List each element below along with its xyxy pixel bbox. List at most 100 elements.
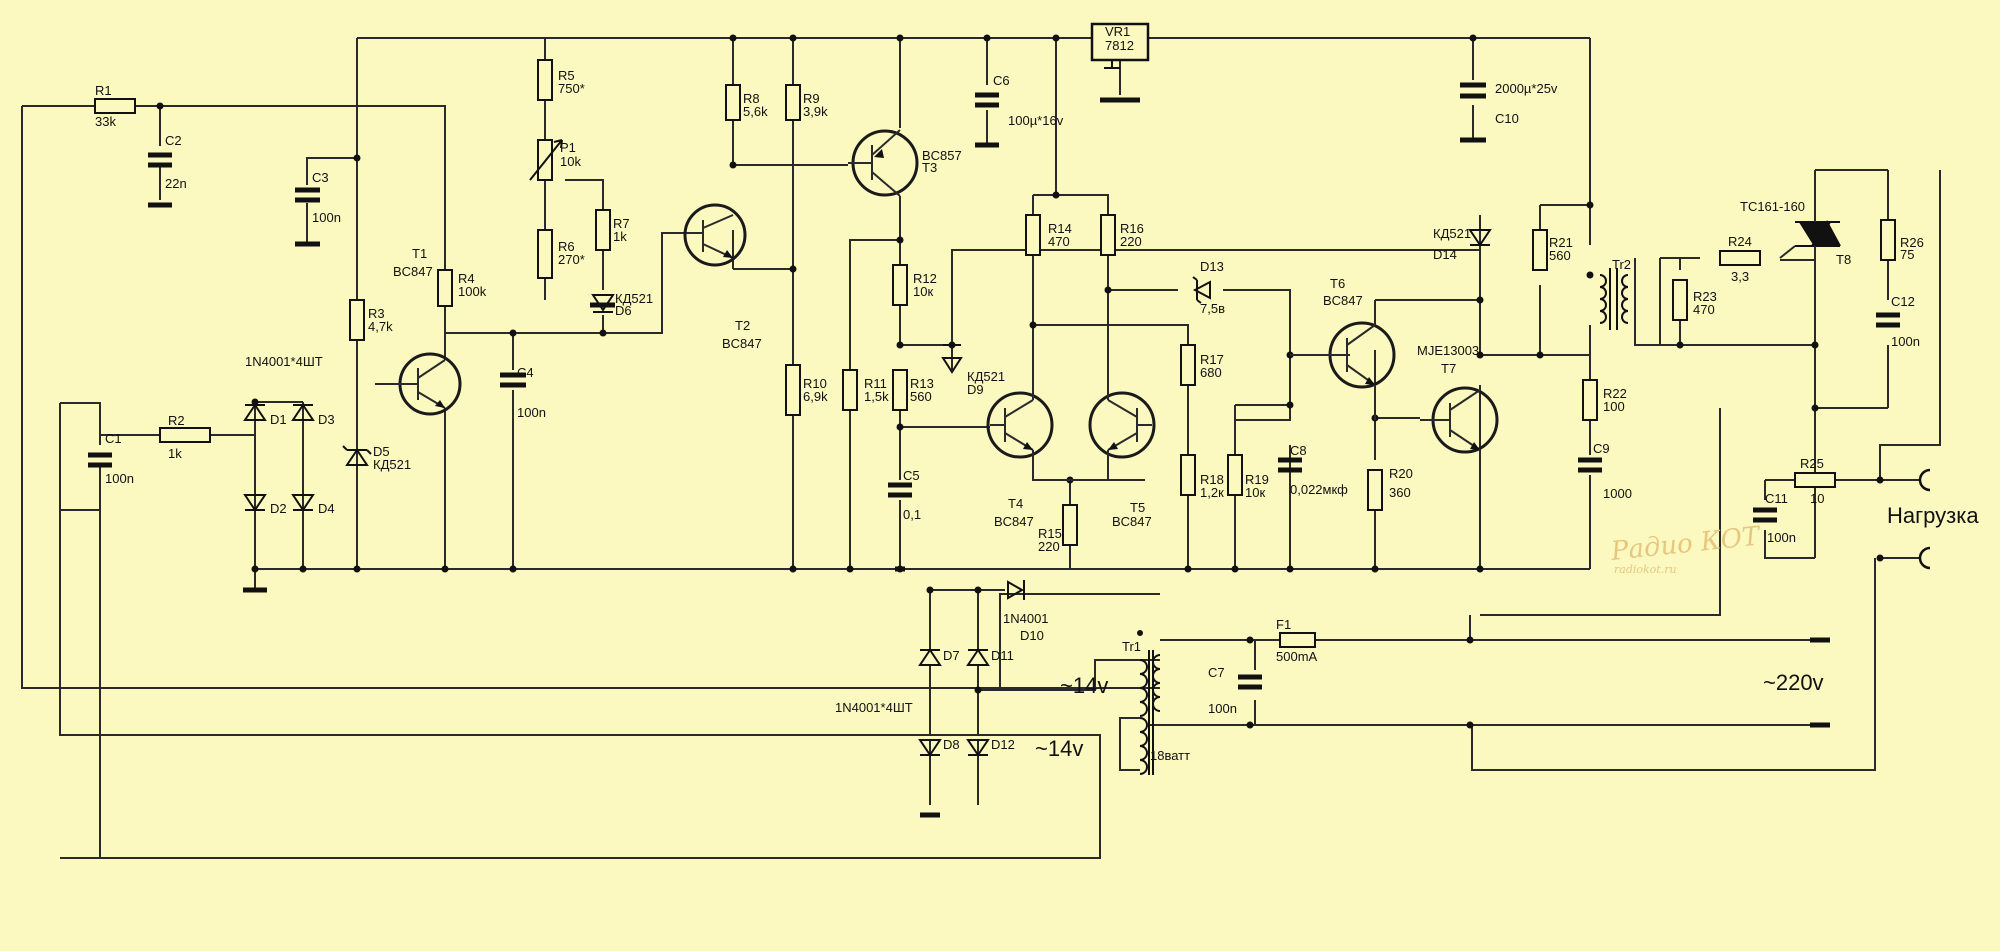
- label-d11: D11: [991, 648, 1014, 663]
- transistor-t4: [986, 391, 1054, 459]
- label-vr1: VR1: [1105, 24, 1130, 39]
- label-14v-top: ~14v: [1060, 673, 1108, 698]
- transformer-tr1: [1139, 650, 1161, 775]
- label-d12: D12: [991, 737, 1015, 752]
- diode-d12: [966, 739, 990, 757]
- label-t8-value: TC161-160: [1740, 199, 1805, 214]
- label-r12: R12: [913, 271, 937, 286]
- label-r1-value: 33k: [95, 114, 116, 129]
- label-r21-value: 560: [1549, 248, 1571, 263]
- label-r5-value: 750*: [558, 81, 585, 96]
- label-c12: C12: [1891, 294, 1915, 309]
- label-r17: R17: [1200, 352, 1224, 367]
- label-c8: C8: [1290, 443, 1307, 458]
- label-c6: C6: [993, 73, 1010, 88]
- diode-d7: [918, 648, 942, 666]
- label-t4: T4: [1008, 496, 1023, 511]
- transistor-t6: [1290, 321, 1396, 389]
- diode-d14: [1468, 229, 1492, 247]
- cap-c10: [1460, 82, 1486, 143]
- label-r9-value: 3,9k: [803, 104, 828, 119]
- label-220v: ~220v: [1763, 670, 1824, 695]
- label-d7: D7: [943, 648, 960, 663]
- label-r20: R20: [1389, 466, 1413, 481]
- label-r11: R11: [864, 376, 887, 391]
- label-load: Нагрузка: [1887, 503, 1979, 528]
- label-c1-value: 100n: [105, 471, 134, 486]
- resistor-r16: [1100, 214, 1116, 256]
- triac-t8: [1779, 170, 1841, 260]
- label-t3: T3: [922, 160, 937, 175]
- resistor-r25: [1794, 472, 1836, 488]
- diode-d2: [243, 494, 267, 512]
- cap-c11: [1753, 507, 1777, 523]
- label-r2-value: 1k: [168, 446, 182, 461]
- label-r26-value: 75: [1900, 247, 1914, 262]
- transistor-t1: [375, 352, 462, 416]
- label-r18-value: 1,2к: [1200, 485, 1224, 500]
- label-d4: D4: [318, 501, 335, 516]
- resistor-r1: [94, 98, 136, 114]
- label-r25: R25: [1800, 456, 1824, 471]
- label-r16-value: 220: [1120, 234, 1142, 249]
- label-c7: C7: [1208, 665, 1225, 680]
- label-r18: R18: [1200, 472, 1224, 487]
- resistor-r21: [1532, 229, 1548, 271]
- cap-c8: [1278, 457, 1302, 473]
- label-f1-value: 500mA: [1276, 649, 1318, 664]
- label-r22: R22: [1603, 386, 1627, 401]
- diode-d6: [591, 294, 615, 313]
- label-d3: D3: [318, 412, 335, 427]
- label-t1-value: BC847: [393, 264, 433, 279]
- label-c5-value: 0,1: [903, 507, 921, 522]
- resistor-r10: [785, 364, 801, 416]
- label-c6-value: 100µ*16v: [1008, 113, 1064, 128]
- resistor-r12: [892, 264, 908, 306]
- label-r4-value: 100k: [458, 284, 487, 299]
- label-f1: F1: [1276, 617, 1291, 632]
- label-14v-bottom: ~14v: [1035, 736, 1083, 761]
- label-18w: 18ватт: [1150, 748, 1190, 763]
- label-r2: R2: [168, 413, 185, 428]
- resistor-r18: [1180, 454, 1196, 496]
- label-t2-value: BC847: [722, 336, 762, 351]
- label-c8-value: 0,022мкф: [1290, 482, 1348, 497]
- resistor-r23: [1672, 279, 1688, 321]
- resistor-r20: [1367, 469, 1383, 511]
- transistor-t7: [1420, 386, 1499, 454]
- label-r4: R4: [458, 271, 475, 286]
- label-r8-value: 5,6k: [743, 104, 768, 119]
- label-d9: D9: [967, 382, 984, 397]
- label-r19: R19: [1245, 472, 1269, 487]
- label-r10: R10: [803, 376, 827, 391]
- label-r8: R8: [743, 91, 760, 106]
- label-t5-value: BC847: [1112, 514, 1152, 529]
- pot-arrow: [529, 139, 563, 181]
- label-r6: R6: [558, 239, 575, 254]
- resistor-r6: [537, 229, 553, 279]
- cap-c4: [500, 372, 526, 388]
- label-c11-value: 100n: [1767, 530, 1796, 545]
- diode-d9: [941, 344, 963, 374]
- label-r13: R13: [910, 376, 934, 391]
- label-r1: R1: [95, 83, 112, 98]
- label-d14: D14: [1433, 247, 1457, 262]
- load-terminal-top: [1918, 468, 1931, 492]
- label-c12-value: 100n: [1891, 334, 1920, 349]
- resistor-r19: [1227, 454, 1243, 496]
- resistor-r4: [437, 269, 453, 307]
- label-d5: D5: [373, 444, 390, 459]
- transistors: [375, 129, 1499, 481]
- label-r9: R9: [803, 91, 820, 106]
- diode-d1: [243, 403, 267, 421]
- label-t7-value: MJE13003: [1417, 343, 1479, 358]
- label-tr1: Tr1: [1122, 639, 1141, 654]
- label-r13-value: 560: [910, 389, 932, 404]
- label-c11: C11: [1765, 491, 1788, 506]
- resistor-r3: [349, 299, 365, 341]
- label-d14-value: КД521: [1433, 226, 1471, 241]
- label-t2: T2: [735, 318, 750, 333]
- resistor-r14: [1025, 214, 1041, 256]
- label-d6: D6: [615, 303, 632, 318]
- cap-c7: [1238, 674, 1262, 690]
